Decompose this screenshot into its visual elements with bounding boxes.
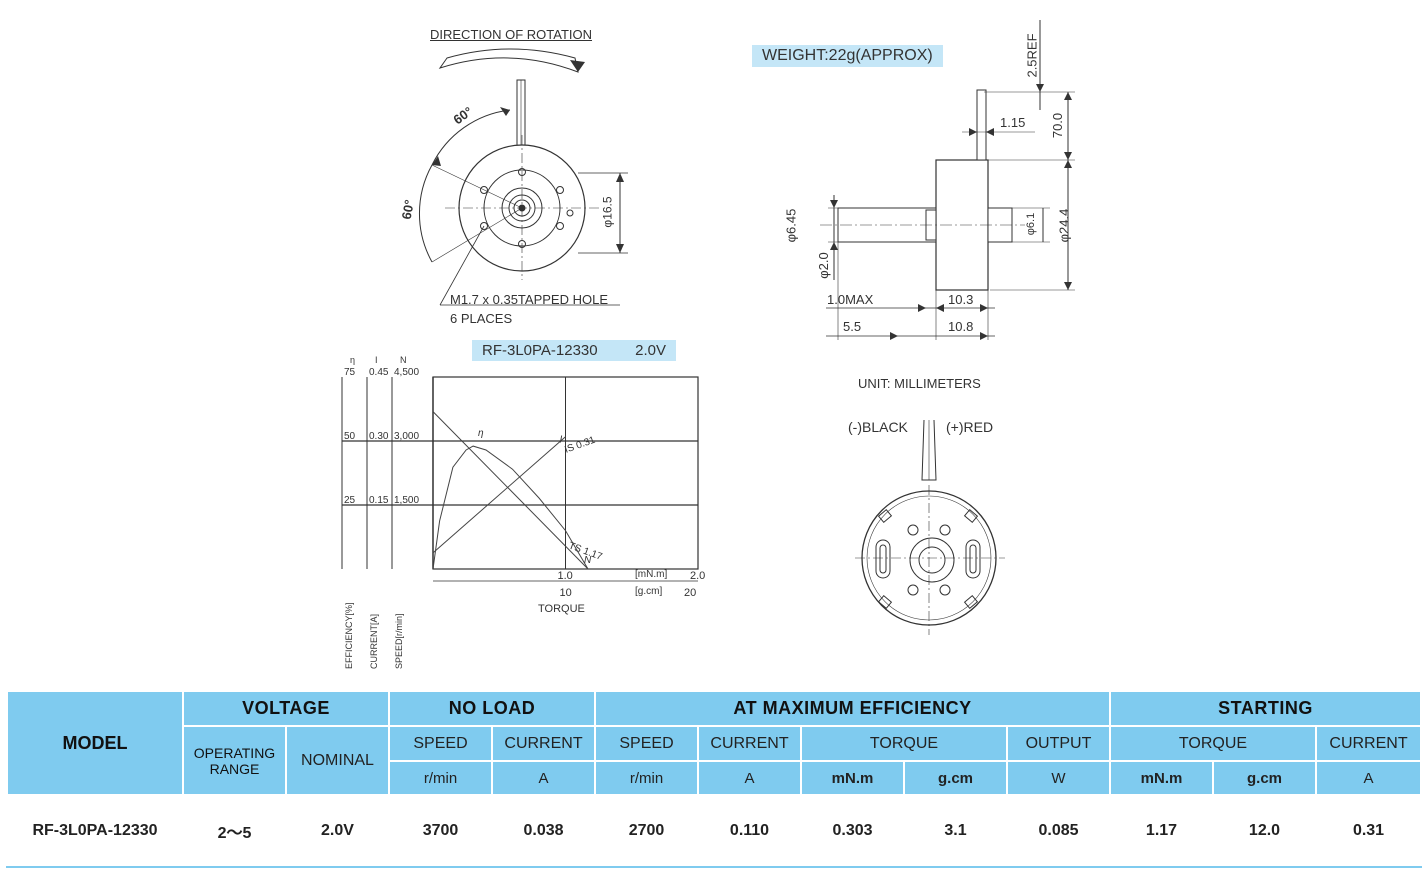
axis-symbol-0: η [350, 355, 355, 365]
cell-st-current: 0.31 [1314, 794, 1423, 868]
dim-645: φ6.45 [783, 208, 799, 243]
black-lead-label: (-)BLACK [848, 419, 908, 435]
sub-me-speed: SPEED [594, 725, 699, 762]
side-view-drawing [820, 20, 1075, 340]
series-0 [432, 445, 589, 570]
tick-0-2: 75 [344, 367, 356, 378]
sub-me-output: OUTPUT [1006, 725, 1111, 762]
places-label: 6 PLACES [450, 311, 513, 326]
cell-me-speed: 2700 [594, 794, 699, 868]
rear-view-drawing [855, 419, 1005, 635]
sub-nominal: NOMINAL [285, 725, 390, 796]
performance-chart: 25 0.15 1,500 50 0.30 3,000 75 0.45 4,500 ηEFFICI… [341, 355, 705, 669]
front-diameter: φ16.5 [600, 196, 615, 228]
group-starting: STARTING [1108, 690, 1423, 727]
cell-me-current: 0.110 [697, 794, 802, 868]
x-unit-1: [mN.m] [635, 569, 667, 580]
weight-badge: WEIGHT:22g(APPROX) [752, 45, 943, 67]
sub-me-torque: TORQUE [800, 725, 1008, 762]
cell-st-torque-gcm: 12.0 [1212, 794, 1317, 868]
cell-me-output: 0.085 [1006, 794, 1111, 868]
sub-me-current: CURRENT [697, 725, 802, 762]
dim-70: 70.0 [1050, 112, 1066, 139]
cell-nominal: 2.0V [285, 794, 390, 868]
x-label: TORQUE [538, 603, 585, 615]
xtick-2: 2.0 [690, 570, 705, 582]
series-label-0: η [478, 428, 484, 439]
cell-model: RF-3L0PA-12330 [6, 794, 184, 868]
cell-operating: 2～5 [182, 794, 287, 868]
hole-label: M1.7 x 0.35TAPPED HOLE [450, 292, 608, 307]
axis-label-0: EFFICIENCY[%] [344, 602, 354, 669]
dim-55: 5.5 [843, 319, 862, 334]
spec-table: MODEL VOLTAGE NO LOAD AT MAXIMUM EFFICIE… [6, 690, 1423, 868]
cell-st-torque-mn: 1.17 [1109, 794, 1214, 868]
cell-me-torque-gcm: 3.1 [903, 794, 1008, 868]
xtick2-1: 10 [560, 587, 572, 599]
red-lead-label: (+)RED [946, 419, 994, 435]
table-row: RF-3L0PA-12330 2～5 2.0V 3700 0.038 2700 … [6, 794, 1423, 868]
cell-nl-speed: 3700 [388, 794, 493, 868]
x-unit-2: [g.cm] [635, 586, 662, 597]
dim-max: 1.0MAX [827, 292, 874, 307]
cell-nl-current: 0.038 [491, 794, 596, 868]
series-label-2: I [560, 435, 563, 446]
sub-operating: OPERATING RANGE [182, 725, 287, 796]
unit-me-speed: r/min [594, 760, 699, 796]
cell-me-torque-mn: 0.303 [800, 794, 905, 868]
sub-nl-current: CURRENT [491, 725, 596, 762]
tick-1-1: 0.30 [369, 431, 389, 442]
dim-244: φ24.4 [1056, 208, 1072, 243]
group-voltage: VOLTAGE [182, 690, 390, 727]
unit-nl-current: A [491, 760, 596, 796]
dim-108: 10.8 [948, 319, 974, 334]
xtick-1: 1.0 [558, 570, 573, 582]
tick-2-1: 3,000 [394, 431, 419, 442]
chart-title: RF-3L0PA-12330 2.0V [472, 340, 676, 361]
unit-st-current: A [1314, 760, 1423, 796]
dim-20: φ2.0 [815, 252, 831, 279]
front-view-drawing [419, 48, 628, 306]
sub-st-current: CURRENT [1314, 725, 1423, 762]
tick-1-2: 0.45 [369, 367, 389, 378]
dim-ref: 2.5REF [1024, 33, 1040, 78]
dim-115: 1.15 [1000, 115, 1026, 130]
annotation-is: IS 0.31 [563, 434, 597, 455]
dim-103: 10.3 [948, 292, 974, 307]
unit-st-torque-gcm: g.cm [1212, 760, 1317, 796]
xtick2-2: 20 [684, 587, 696, 599]
unit-label: UNIT: MILLIMETERS [858, 376, 981, 391]
sub-st-torque: TORQUE [1109, 725, 1317, 762]
tick-2-0: 1,500 [394, 495, 419, 506]
unit-st-torque-mn: mN.m [1109, 760, 1214, 796]
tick-1-0: 0.15 [369, 495, 389, 506]
series-1 [432, 411, 589, 570]
tick-0-0: 25 [344, 495, 356, 506]
unit-me-output: W [1006, 760, 1111, 796]
group-maxeff: AT MAXIMUM EFFICIENCY [594, 690, 1111, 727]
col-model: MODEL [6, 690, 184, 796]
unit-me-torque-gcm: g.cm [903, 760, 1008, 796]
axis-label-1: CURRENT[A] [369, 614, 379, 669]
axis-symbol-2: N [400, 355, 407, 365]
axis-label-2: SPEED[r/min] [394, 613, 404, 669]
unit-me-current: A [697, 760, 802, 796]
series-2 [432, 436, 566, 554]
group-noload: NO LOAD [388, 690, 596, 727]
unit-me-torque-mn: mN.m [800, 760, 905, 796]
tick-0-1: 50 [344, 431, 356, 442]
direction-label: DIRECTION OF ROTATION [430, 27, 593, 42]
unit-nl-speed: r/min [388, 760, 493, 796]
sub-nl-speed: SPEED [388, 725, 493, 762]
series-label-1: N [584, 555, 592, 566]
tick-2-2: 4,500 [394, 367, 419, 378]
dim-61: φ6.1 [1025, 212, 1038, 236]
axis-symbol-1: I [375, 355, 378, 365]
